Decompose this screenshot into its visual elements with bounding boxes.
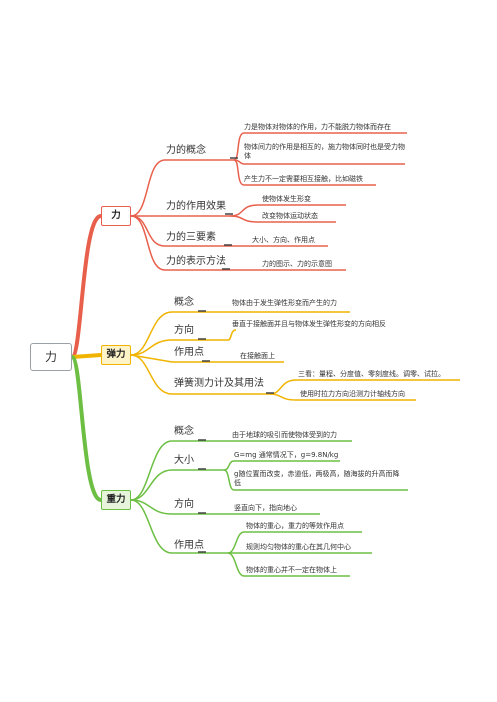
item-gravity-size-1[interactable]: G=mg 通常情况下，g=9.8N/kg — [234, 451, 339, 459]
topic-gravity-concept[interactable]: 概念 — [174, 426, 194, 437]
item-force-concept-3[interactable]: 产生力不一定需要相互接触，比如磁铁 — [244, 175, 363, 183]
force-connectors — [130, 132, 407, 271]
item-force-concept-2[interactable]: 物体间力的作用是相互的，施力物体同时也是受力物体 — [244, 143, 405, 160]
topic-elastic-meter[interactable]: 弹簧测力计及其用法 — [174, 378, 264, 389]
item-gravity-point-2[interactable]: 规则均匀物体的重心在其几何中心 — [246, 543, 351, 551]
connector-root-gravity — [70, 355, 103, 502]
item-force-elements[interactable]: 大小、方向、作用点 — [252, 236, 315, 244]
junction-markers — [198, 157, 274, 553]
topic-force-repr[interactable]: 力的表示方法 — [166, 256, 226, 267]
item-force-concept-1[interactable]: 力是物体对物体的作用，力不能脱力物体而存在 — [244, 123, 391, 131]
topic-gravity-point[interactable]: 作用点 — [174, 540, 204, 551]
main-node-elastic[interactable]: 弹力 — [101, 345, 131, 365]
topic-elastic-direction[interactable]: 方向 — [174, 325, 194, 336]
item-force-effect-1[interactable]: 使物体发生形变 — [262, 195, 311, 203]
topic-force-concept[interactable]: 力的概念 — [166, 145, 206, 156]
item-force-repr[interactable]: 力的图示、力的示意图 — [262, 260, 332, 268]
topic-elastic-concept[interactable]: 概念 — [174, 297, 194, 308]
item-elastic-meter-1[interactable]: 三看：量程、分度值、零刻度线。调零、试拉。 — [298, 370, 445, 378]
root-node[interactable]: 力 — [30, 343, 72, 371]
topic-force-elements[interactable]: 力的三要素 — [166, 232, 216, 243]
item-elastic-point[interactable]: 在接触面上 — [240, 352, 275, 360]
item-gravity-concept[interactable]: 由于地球的吸引而使物体受到的力 — [232, 431, 337, 439]
main-node-force[interactable]: 力 — [101, 206, 131, 226]
topic-elastic-point[interactable]: 作用点 — [174, 347, 204, 358]
item-elastic-concept[interactable]: 物体由于发生弹性形变而产生的力 — [232, 299, 337, 307]
item-force-effect-2[interactable]: 改变物体运动状态 — [262, 212, 318, 220]
topic-gravity-direction[interactable]: 方向 — [174, 499, 194, 510]
item-gravity-size-2[interactable]: g随位置而改变，赤道低，两极高，随海拔的升高而降低 — [234, 470, 400, 487]
main-node-gravity[interactable]: 重力 — [101, 490, 131, 510]
connector-root-elastic — [70, 353, 103, 359]
topic-force-effect[interactable]: 力的作用效果 — [166, 201, 226, 212]
item-gravity-point-3[interactable]: 物体的重心并不一定在物体上 — [246, 566, 337, 574]
item-gravity-direction[interactable]: 竖直向下，指向地心 — [234, 504, 297, 512]
item-elastic-meter-2[interactable]: 使用时拉力方向沿测力计轴线方向 — [300, 390, 405, 398]
topic-gravity-size[interactable]: 大小 — [174, 455, 194, 466]
item-gravity-point-1[interactable]: 物体的重心，重力的等效作用点 — [246, 522, 344, 530]
item-elastic-direction[interactable]: 垂直于接触面并且与物体发生弹性形变的方向相反 — [232, 320, 386, 328]
gravity-connectors — [130, 440, 408, 577]
connector-root-force — [70, 214, 103, 359]
